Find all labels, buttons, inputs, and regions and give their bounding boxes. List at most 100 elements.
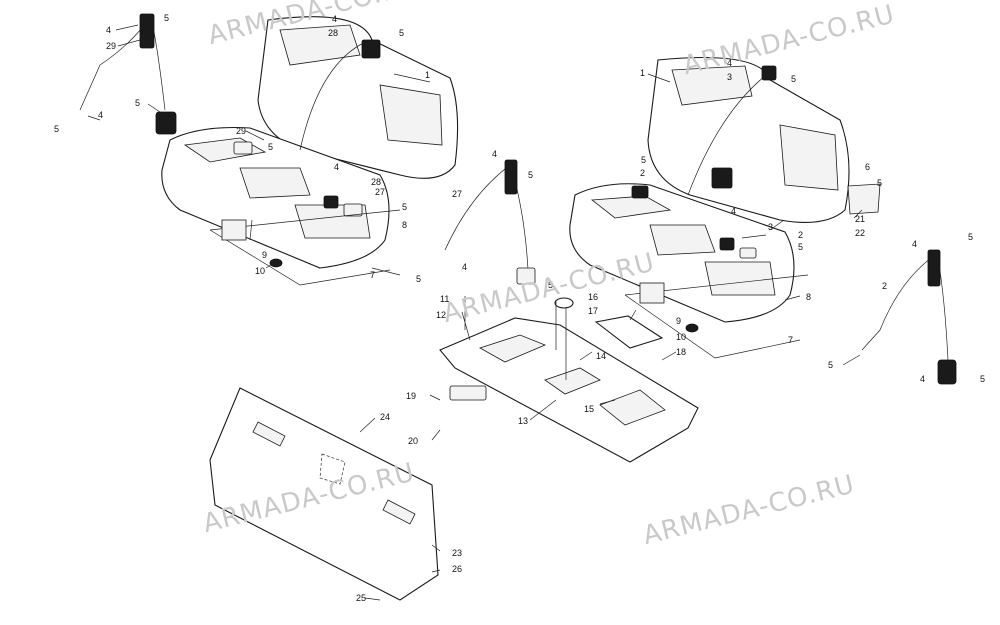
callout: 29 bbox=[236, 126, 246, 136]
callout: 5 bbox=[528, 170, 533, 180]
callout: 2 bbox=[798, 230, 803, 240]
callout: 4 bbox=[731, 206, 736, 216]
far-right-buckle bbox=[937, 359, 957, 385]
left-belt-retractor bbox=[139, 13, 155, 49]
left-buckle-27 bbox=[343, 203, 363, 217]
right-buckle-2 bbox=[631, 185, 649, 199]
right-seat-cushion-pad-2 bbox=[649, 224, 716, 256]
rear-bulkhead-assembly bbox=[209, 387, 439, 601]
callout: 19 bbox=[406, 391, 416, 401]
callout-labels: 5 4 29 5 4 5 4 28 5 1 29 5 4 28 27 5 8 9… bbox=[54, 13, 985, 603]
right-seat-back-panel-2 bbox=[779, 124, 839, 191]
leader-rear bbox=[359, 417, 441, 601]
center-belt bbox=[444, 164, 511, 251]
left-bumper-10 bbox=[269, 258, 283, 268]
callout: 5 bbox=[548, 280, 553, 290]
left-seatbelt-strap bbox=[79, 19, 149, 111]
rear-panel-handle-2 bbox=[382, 499, 416, 525]
callout: 4 bbox=[332, 14, 337, 24]
callout: 5 bbox=[877, 178, 882, 188]
callout: 5 bbox=[641, 155, 646, 165]
callout: 5 bbox=[828, 360, 833, 370]
callout: 23 bbox=[452, 548, 462, 558]
leader-right bbox=[647, 73, 863, 366]
rear-panel-dash bbox=[319, 453, 346, 485]
callout: 4 bbox=[912, 239, 917, 249]
center-buckle bbox=[516, 267, 536, 285]
callout: 5 bbox=[54, 124, 59, 134]
callout: 8 bbox=[402, 220, 407, 230]
callout: 4 bbox=[106, 25, 111, 35]
callout: 18 bbox=[676, 347, 686, 357]
callout: 1 bbox=[425, 70, 430, 80]
floor-pan-recess-3 bbox=[544, 367, 601, 395]
callout: 17 bbox=[588, 306, 598, 316]
callout: 5 bbox=[416, 274, 421, 284]
left-center-belt bbox=[299, 39, 371, 151]
left-seatbelt-buckle bbox=[155, 111, 177, 135]
callout: 5 bbox=[164, 13, 169, 23]
callout: 5 bbox=[135, 98, 140, 108]
right-heat-pad bbox=[639, 282, 665, 304]
callout: 5 bbox=[399, 28, 404, 38]
far-right-retractor bbox=[927, 249, 941, 287]
callout: 16 bbox=[588, 292, 598, 302]
plug-16 bbox=[554, 297, 574, 309]
far-right-belt bbox=[861, 254, 936, 351]
callout: 4 bbox=[98, 110, 103, 120]
left-buckle-28 bbox=[323, 195, 339, 209]
callout: 5 bbox=[402, 202, 407, 212]
left-seat-back-panel-2 bbox=[379, 84, 443, 146]
callout: 11 bbox=[440, 294, 449, 304]
callout: 3 bbox=[768, 222, 773, 232]
bracket-21 bbox=[847, 183, 881, 215]
leader-lines bbox=[87, 24, 863, 601]
left-seat-assembly bbox=[79, 13, 459, 286]
callout: 4 bbox=[727, 58, 732, 68]
left-buckle-29 bbox=[233, 141, 253, 155]
callout: 14 bbox=[596, 351, 606, 361]
right-seat-cushion-pad-1 bbox=[590, 195, 672, 219]
center-floor-assembly bbox=[439, 159, 699, 463]
callout: 4 bbox=[334, 162, 339, 172]
callout: 15 bbox=[584, 404, 594, 414]
right-bumper-10 bbox=[685, 323, 699, 333]
callout: 28 bbox=[371, 177, 381, 187]
callout: 27 bbox=[452, 189, 462, 199]
callout: 26 bbox=[452, 564, 462, 574]
callout: 28 bbox=[328, 28, 338, 38]
callout: 4 bbox=[920, 374, 925, 384]
callout: 10 bbox=[676, 332, 686, 342]
callout: 5 bbox=[798, 242, 803, 252]
callout: 4 bbox=[462, 262, 467, 272]
right-seat-assembly bbox=[569, 56, 957, 385]
left-center-buckle bbox=[361, 39, 381, 59]
callout: 5 bbox=[968, 232, 973, 242]
right-seat-cushion-pad-3 bbox=[704, 261, 776, 296]
callout: 29 bbox=[106, 41, 116, 51]
cover-plate-17 bbox=[594, 315, 664, 349]
leader bbox=[87, 24, 431, 276]
callout: 9 bbox=[676, 316, 681, 326]
callout: 3 bbox=[727, 72, 732, 82]
callout: 9 bbox=[262, 250, 267, 260]
callout: 7 bbox=[788, 335, 793, 345]
callout: 2 bbox=[640, 168, 645, 178]
right-retractor-mid bbox=[711, 167, 733, 189]
callout: 5 bbox=[268, 142, 273, 152]
callout: 25 bbox=[356, 593, 366, 603]
right-buckle-2b bbox=[739, 247, 757, 259]
right-seat-back-panel bbox=[671, 65, 753, 106]
left-seat-back-panel bbox=[279, 24, 361, 66]
callout: 6 bbox=[865, 162, 870, 172]
rear-panel-23 bbox=[209, 387, 439, 601]
callout: 22 bbox=[855, 228, 865, 238]
callout: 7 bbox=[370, 270, 375, 280]
center-retractor bbox=[504, 159, 518, 195]
callout: 21 bbox=[855, 214, 865, 224]
callout: 1 bbox=[640, 68, 645, 78]
right-buckle-3 bbox=[719, 237, 735, 251]
callout: 12 bbox=[436, 310, 446, 320]
